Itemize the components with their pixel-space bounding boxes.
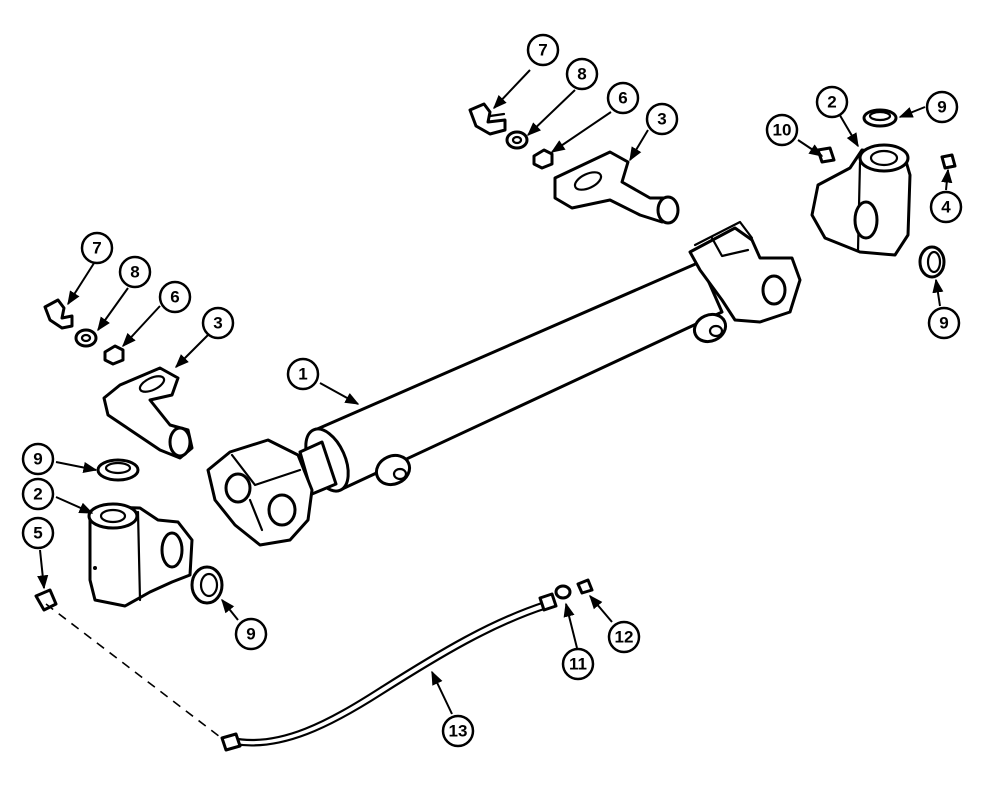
grease-fitting-5 <box>34 588 58 612</box>
pivot-block-lower <box>87 502 194 608</box>
callout-2-upper: 2 <box>815 85 849 119</box>
callout-10: 10 <box>765 113 799 147</box>
fitting-12 <box>576 578 594 595</box>
washer-lower <box>74 328 98 348</box>
callout-13: 13 <box>441 714 475 748</box>
callout-9-top-right: 9 <box>925 90 959 124</box>
svg-text:3: 3 <box>213 314 222 333</box>
nut-lower <box>103 344 125 366</box>
callout-1: 1 <box>286 357 320 391</box>
svg-text:7: 7 <box>538 41 547 60</box>
callout-9-side-left: 9 <box>234 617 268 651</box>
seal-upper-right-top <box>862 108 898 128</box>
svg-text:7: 7 <box>92 239 101 258</box>
pivot-block-upper <box>810 143 912 257</box>
pivot-pin-lower <box>102 366 194 460</box>
callout-9-top-left: 9 <box>21 442 55 476</box>
nut-upper <box>532 148 554 170</box>
seal-lower-left-side <box>190 565 224 605</box>
pivot-pin-upper <box>553 150 680 225</box>
callout-leaders <box>37 69 953 715</box>
seal-lower-left-top <box>96 458 140 482</box>
svg-text:9: 9 <box>939 314 948 333</box>
callout-11: 11 <box>561 647 595 681</box>
svg-text:9: 9 <box>246 625 255 644</box>
svg-text:2: 2 <box>33 485 42 504</box>
svg-text:6: 6 <box>170 288 179 307</box>
callout-6-lower: 6 <box>158 280 192 314</box>
svg-text:13: 13 <box>449 722 468 741</box>
washer-upper <box>505 130 529 150</box>
bolt-upper <box>468 102 507 136</box>
callout-8-upper: 8 <box>565 57 599 91</box>
bolt-lower <box>43 298 74 330</box>
callout-5: 5 <box>21 516 55 550</box>
svg-text:12: 12 <box>615 628 634 647</box>
callout-8-lower: 8 <box>118 255 152 289</box>
washer-11 <box>554 584 572 600</box>
callout-4: 4 <box>929 190 963 224</box>
callout-6-upper: 6 <box>606 81 640 115</box>
svg-text:1: 1 <box>298 365 307 384</box>
grease-hose <box>45 592 558 752</box>
hydraulic-cylinder <box>206 220 802 547</box>
svg-text:5: 5 <box>33 524 42 543</box>
callout-7-upper: 7 <box>526 33 560 67</box>
callout-7-lower: 7 <box>80 231 114 265</box>
svg-text:3: 3 <box>657 110 666 129</box>
grease-fitting-4 <box>940 153 957 170</box>
svg-text:8: 8 <box>130 263 139 282</box>
callout-9-side-right: 9 <box>927 306 961 340</box>
callout-12: 12 <box>607 620 641 654</box>
svg-text:9: 9 <box>33 450 42 469</box>
seal-upper-right-side <box>918 245 946 279</box>
svg-text:11: 11 <box>569 655 587 674</box>
svg-text:6: 6 <box>618 89 627 108</box>
svg-text:8: 8 <box>577 65 586 84</box>
callout-2-lower: 2 <box>21 477 55 511</box>
callout-3-upper: 3 <box>645 102 679 136</box>
callout-3-lower: 3 <box>201 306 235 340</box>
svg-text:4: 4 <box>941 198 951 217</box>
svg-text:10: 10 <box>773 121 792 140</box>
svg-text:9: 9 <box>937 98 946 117</box>
svg-text:2: 2 <box>827 93 836 112</box>
